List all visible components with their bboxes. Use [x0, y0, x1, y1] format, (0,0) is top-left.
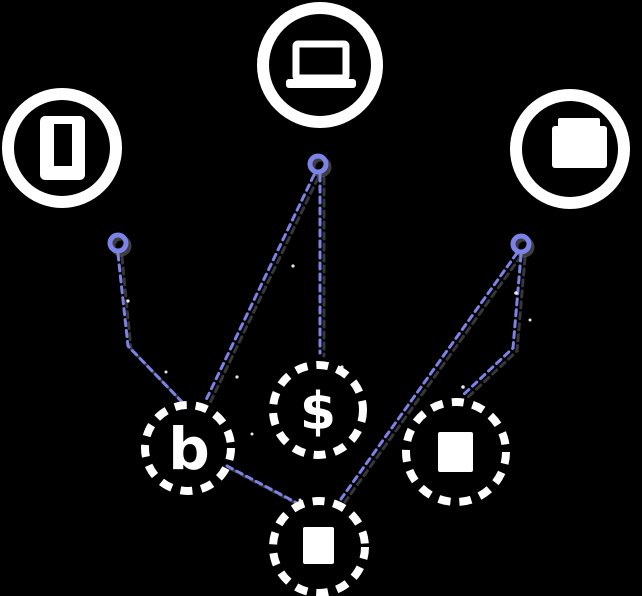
dollar-node-ring: [269, 361, 367, 459]
edges: [116, 173, 523, 505]
sparkle-dot: [126, 299, 130, 303]
connector-ring-center: [307, 153, 329, 175]
edge-shadow: [208, 176, 320, 405]
block-node-right: [402, 398, 510, 506]
block-icon: [438, 432, 473, 472]
phone-node-ring: [2, 88, 122, 208]
connector-ring-right: [510, 233, 532, 255]
coin-node-bitcoin: b: [141, 401, 235, 495]
edge-connectorcenter-bitcoin: [204, 173, 316, 402]
device-node-laptop: [257, 2, 383, 128]
edge-connectorright-blockbottom: [339, 251, 519, 501]
edge-connectorright-blockright: [460, 253, 523, 398]
block-bottom-node-ring: [269, 497, 369, 596]
sparkle-dot: [235, 375, 239, 379]
sparkle-dot: [340, 365, 344, 369]
smartphone-icon: [40, 116, 85, 180]
sparkle-dot: [291, 264, 295, 268]
edge-shadow: [464, 256, 527, 401]
camera-icon: [552, 118, 607, 168]
sparkle-dot: [250, 432, 254, 436]
sparkle-dot: [164, 370, 168, 374]
laptop-icon: [286, 40, 356, 88]
bitcoin-b-icon: b: [168, 415, 210, 483]
coin-node-dollar: $: [269, 361, 367, 459]
sparkle-dots: [126, 264, 532, 502]
bitcoin-node-ring: [141, 401, 235, 495]
block-icon: [303, 527, 334, 564]
edge-shadow: [120, 255, 189, 409]
edge-bitcoin-blockbottom: [225, 464, 299, 505]
edge-shadow: [343, 254, 523, 504]
sparkle-dot: [528, 318, 532, 322]
sparkle-dot: [298, 498, 302, 502]
block-node-bottom: [269, 497, 369, 596]
dollar-icon: $: [300, 382, 336, 442]
device-node-phone: [2, 88, 122, 208]
connector-ring-left: [107, 232, 129, 254]
device-node-camera: [510, 89, 630, 209]
connector-nodes: [107, 153, 535, 258]
camera-node-ring: [510, 89, 630, 209]
sparkle-dot: [514, 291, 518, 295]
sparkle-dot: [461, 385, 465, 389]
laptop-node-ring: [257, 2, 383, 128]
block-right-node-ring: [402, 398, 510, 506]
edge-connectorleft-bitcoin: [116, 252, 186, 406]
